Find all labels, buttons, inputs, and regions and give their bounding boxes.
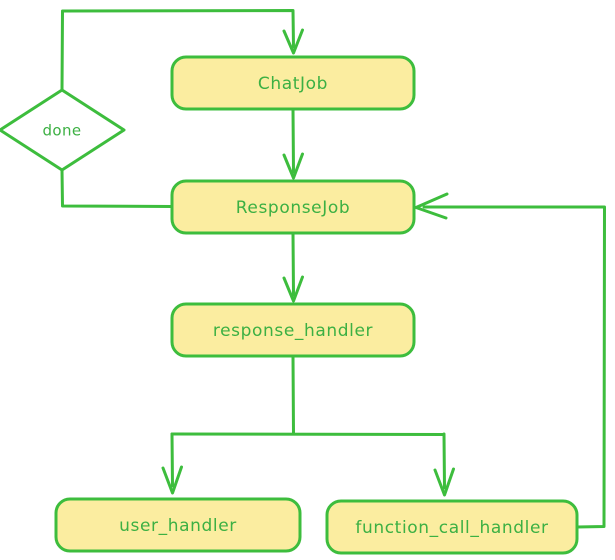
node-response-handler[interactable]: response_handler bbox=[170, 302, 416, 358]
node-layer: done ChatJob ResponseJob response_handle… bbox=[0, 55, 579, 555]
edge-function-call-handler-to-responsejob-line bbox=[422, 205, 606, 529]
node-function-call-handler[interactable]: function_call_handler bbox=[325, 499, 579, 555]
node-responsejob[interactable]: ResponseJob bbox=[170, 179, 416, 235]
edge-response-handler-to-function-call-handler-line bbox=[442, 432, 446, 490]
node-function-call-handler-shape[interactable] bbox=[325, 499, 579, 555]
edge-response-handler-to-user-handler bbox=[161, 432, 183, 495]
edge-function-call-handler-to-responsejob-arrowhead bbox=[414, 192, 449, 220]
edge-responsejob-to-response-handler bbox=[282, 231, 304, 303]
edge-response-handler-to-function-call-handler-arrowhead bbox=[433, 467, 455, 497]
edge-done-to-chatjob bbox=[60, 9, 304, 92]
node-responsejob-shape[interactable] bbox=[170, 179, 416, 235]
node-chatjob-shape[interactable] bbox=[170, 55, 416, 111]
node-user-handler-shape[interactable] bbox=[54, 497, 302, 553]
node-user-handler[interactable]: user_handler bbox=[54, 497, 302, 553]
edge-response-handler-to-user-handler-line bbox=[170, 432, 174, 488]
edge-function-call-handler-to-responsejob bbox=[414, 192, 606, 529]
edge-responsejob-to-response-handler-line bbox=[291, 231, 295, 297]
edge-response-handler-stem bbox=[291, 354, 295, 436]
node-response-handler-shape[interactable] bbox=[170, 302, 416, 358]
edge-chatjob-to-responsejob bbox=[282, 107, 304, 180]
edge-chatjob-to-responsejob-line bbox=[291, 107, 295, 174]
edge-responsejob-to-response-handler-arrowhead bbox=[282, 275, 304, 303]
edge-response-handler-to-function-call-handler bbox=[433, 432, 455, 497]
node-done[interactable]: done bbox=[0, 88, 126, 172]
edge-response-handler-busbar bbox=[170, 432, 446, 436]
edge-response-handler-to-user-handler-arrowhead bbox=[161, 465, 183, 495]
edge-layer bbox=[60, 9, 606, 529]
edge-done-to-chatjob-arrowhead bbox=[282, 28, 304, 55]
edge-done-to-responsejob-line bbox=[60, 168, 174, 208]
node-chatjob[interactable]: ChatJob bbox=[170, 55, 416, 111]
edge-done-to-responsejob bbox=[60, 168, 174, 208]
edge-chatjob-to-responsejob-arrowhead bbox=[282, 152, 304, 180]
node-done-shape[interactable] bbox=[0, 88, 126, 172]
edge-response-handler-split-bus bbox=[170, 354, 446, 436]
edge-done-to-chatjob-line bbox=[60, 9, 295, 92]
